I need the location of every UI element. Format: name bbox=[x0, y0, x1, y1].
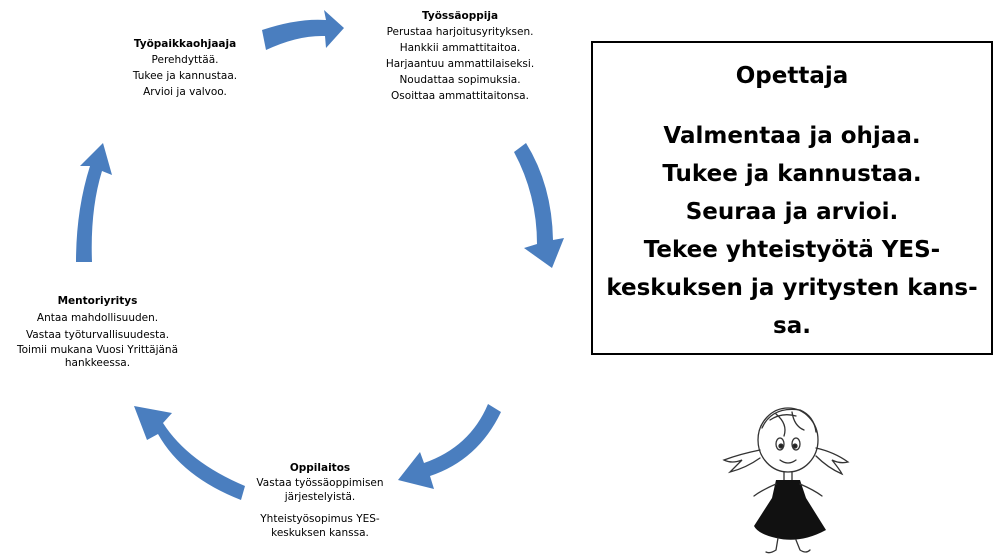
node-line: Arvioi ja valvoo. bbox=[143, 86, 227, 98]
node-title: Työssäoppija bbox=[421, 10, 499, 22]
node-line: Yhteistyösopimus YES- bbox=[260, 513, 380, 525]
node-line: Perehdyttää. bbox=[151, 54, 219, 66]
node-title: Oppilaitos bbox=[289, 462, 351, 474]
node-title: Mentoriyritys bbox=[57, 295, 138, 307]
arrow-to-mentoriyritys bbox=[134, 406, 245, 500]
arrow-to-tyopaikkaohjaaja bbox=[76, 143, 112, 262]
node-line: Toimii mukana Vuosi Yrittäjänä bbox=[16, 344, 179, 356]
node-line: Harjaantuu ammattilaiseksi. bbox=[385, 58, 535, 70]
teacher-line: sa. bbox=[773, 313, 811, 339]
node-title: Työpaikkaohjaaja bbox=[133, 38, 237, 50]
teacher-line: Seuraa ja arvioi. bbox=[685, 199, 899, 225]
node-line: hankkeessa. bbox=[64, 357, 131, 369]
teacher-title: Opettaja bbox=[735, 63, 849, 89]
node-line: Vastaa työssäoppimisen bbox=[256, 477, 384, 489]
node-line: Tukee ja kannustaa. bbox=[132, 70, 238, 82]
teacher-line: keskuksen ja yritysten kans- bbox=[606, 275, 978, 301]
teacher-line: Valmentaa ja ohjaa. bbox=[663, 123, 921, 149]
arrow-to-oppilaitos bbox=[398, 404, 501, 489]
node-line: Noudattaa sopimuksia. bbox=[399, 74, 521, 86]
node-tyopaikkaohjaaja: Työpaikkaohjaaja Perehdyttää. Tukee ja k… bbox=[95, 36, 275, 100]
dress bbox=[754, 480, 826, 540]
node-line: Perustaa harjoitusyrityksen. bbox=[386, 26, 534, 38]
teacher-box: Opettaja Valmentaa ja ohjaa. Tukee ja ka… bbox=[591, 41, 993, 355]
arrow-to-opettaja bbox=[514, 143, 564, 268]
teacher-lines: Valmentaa ja ohjaa. Tukee ja kannustaa. … bbox=[593, 117, 991, 345]
node-line: Osoittaa ammattitaitonsa. bbox=[391, 90, 529, 102]
node-line: Hankkii ammattitaitoa. bbox=[399, 42, 521, 54]
node-tyossaoppija: Työssäoppija Perustaa harjoitusyrityksen… bbox=[355, 8, 565, 104]
teacher-line: Tekee yhteistyötä YES- bbox=[643, 237, 941, 263]
teacher-line: Tukee ja kannustaa. bbox=[662, 161, 922, 187]
node-line: järjestelyistä. bbox=[284, 491, 356, 503]
arrow-to-tyossaoppija bbox=[262, 10, 344, 50]
node-line: keskuksen kanssa. bbox=[271, 527, 369, 539]
node-line: Vastaa työturvallisuudesta. bbox=[25, 329, 170, 341]
node-oppilaitos: Oppilaitos Vastaa työssäoppimisen järjes… bbox=[245, 460, 395, 540]
node-mentoriyritys: Mentoriyritys Antaa mahdollisuuden. Vast… bbox=[0, 293, 195, 370]
node-line: Antaa mahdollisuuden. bbox=[36, 312, 159, 324]
girl-illustration bbox=[722, 407, 850, 554]
